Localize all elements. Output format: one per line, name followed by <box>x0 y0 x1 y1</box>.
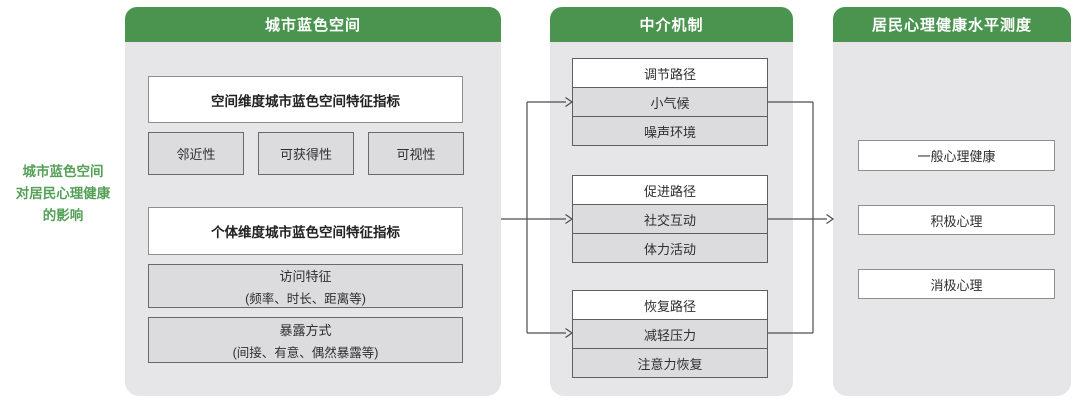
row-regulation-path: 调节路径 <box>572 58 768 88</box>
caption-line-2: 对居民心理健康 <box>15 186 111 201</box>
row-promotion-path: 促进路径 <box>572 175 768 205</box>
box-negative-psychology: 消极心理 <box>858 269 1055 299</box>
box-visit-characteristics: 访问特征 (频率、时长、距离等) <box>148 264 463 308</box>
exposure-subtitle: (间接、有意、偶然暴露等) <box>232 345 379 360</box>
box-general-mental-health: 一般心理健康 <box>858 140 1055 171</box>
caption-line-1: 城市蓝色空间 <box>22 164 104 179</box>
box-availability: 可获得性 <box>258 132 354 175</box>
panel-mediating-mechanisms: 中介机制 调节路径 小气候 噪声环境 促进路径 社交互动 体力活动 恢复路径 减… <box>550 7 793 396</box>
box-exposure-mode: 暴露方式 (间接、有意、偶然暴露等) <box>148 317 463 363</box>
diagram-caption: 城市蓝色空间 对居民心理健康 的影响 <box>0 161 126 227</box>
panel-header-mental-health-measurement: 居民心理健康水平测度 <box>833 7 1071 42</box>
row-physical-activity: 体力活动 <box>572 233 768 263</box>
box-spatial-dimension-indicators: 空间维度城市蓝色空间特征指标 <box>148 76 463 123</box>
group-restoration-path: 恢复路径 减轻压力 注意力恢复 <box>572 290 768 378</box>
box-positive-psychology: 积极心理 <box>858 205 1055 235</box>
exposure-title: 暴露方式 <box>279 322 332 338</box>
row-restoration-path: 恢复路径 <box>572 290 768 320</box>
row-social-interaction: 社交互动 <box>572 204 768 234</box>
panel-header-urban-blue-space: 城市蓝色空间 <box>125 7 501 42</box>
row-noise-environment: 噪声环境 <box>572 116 768 146</box>
row-attention-restoration: 注意力恢复 <box>572 348 768 378</box>
row-stress-reduction: 减轻压力 <box>572 319 768 349</box>
panel-header-mediating-mechanisms: 中介机制 <box>550 7 793 42</box>
box-individual-dimension-indicators: 个体维度城市蓝色空间特征指标 <box>148 207 463 255</box>
panel-urban-blue-space: 城市蓝色空间 空间维度城市蓝色空间特征指标 邻近性 可获得性 可视性 个体维度城… <box>125 7 501 396</box>
group-promotion-path: 促进路径 社交互动 体力活动 <box>572 175 768 263</box>
visit-subtitle: (频率、时长、距离等) <box>245 291 366 306</box>
panel-mental-health-measurement: 居民心理健康水平测度 一般心理健康 积极心理 消极心理 <box>833 7 1071 396</box>
caption-line-3: 的影响 <box>42 208 84 223</box>
visit-title: 访问特征 <box>279 268 332 284</box>
box-proximity: 邻近性 <box>148 132 244 175</box>
group-regulation-path: 调节路径 小气候 噪声环境 <box>572 58 768 146</box>
row-microclimate: 小气候 <box>572 87 768 117</box>
box-visibility: 可视性 <box>368 132 464 175</box>
